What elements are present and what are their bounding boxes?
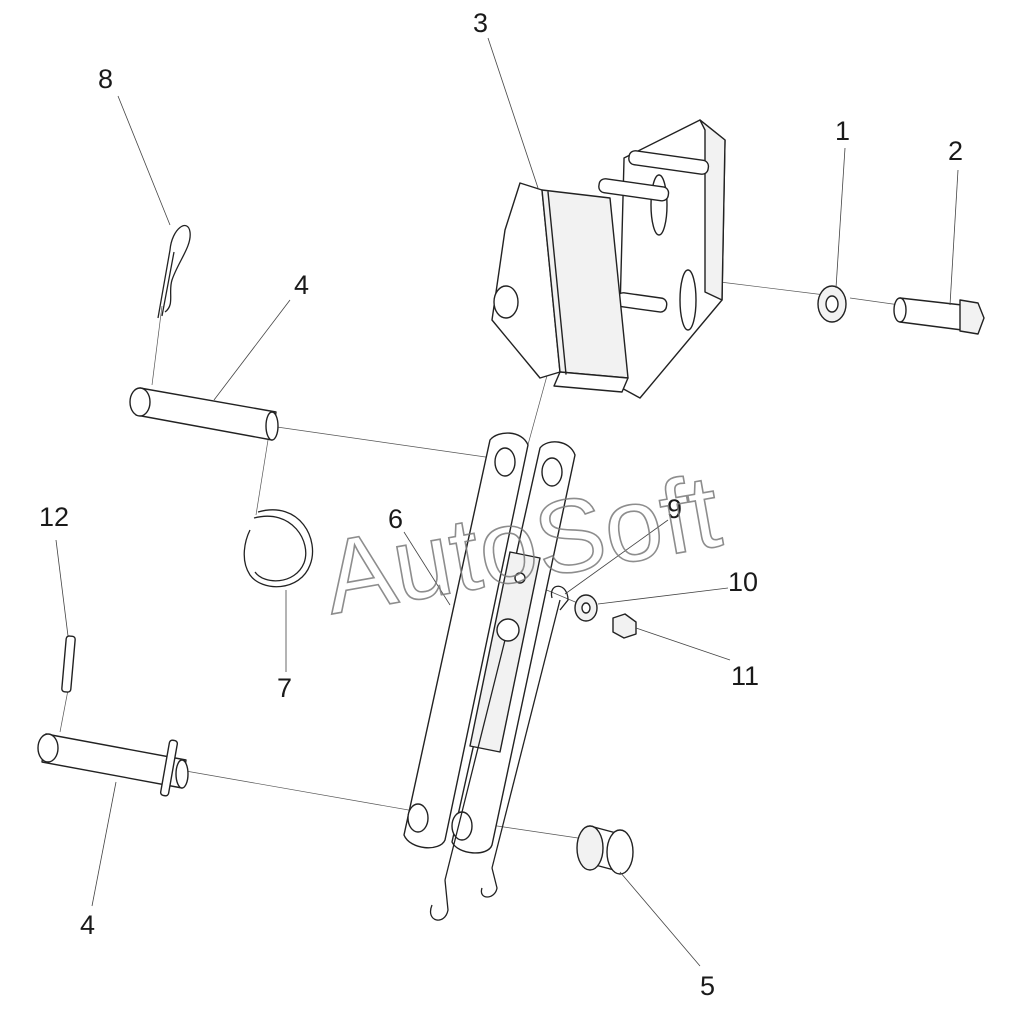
callout-2: 2 [948,136,963,166]
washer-1-hole [825,295,839,313]
bracket-studs [598,150,710,313]
axis-pin-to-ring [255,439,269,516]
pin-part-4-upper [129,387,279,441]
stud-2 [598,178,670,202]
pin-lower-groove [175,759,189,789]
pin-lower-cross-pin [159,739,179,797]
cable-1-loop [429,879,449,921]
bracket-slot-lower [679,269,697,331]
leader-8 [117,95,171,226]
bolt-part-2 [893,297,985,335]
cable-2-top-loop [550,585,569,611]
axis-clip-to-pin [151,305,163,386]
link-arm-bolt-hole [514,572,526,584]
bolt-2-tip [893,297,907,323]
bracket-gusset-hole [493,285,519,319]
leader-9 [564,519,669,595]
pin-lower-head [37,733,59,763]
leader-6 [403,531,451,606]
cable-2 [491,599,561,869]
spring-pin-part-12 [61,635,76,693]
lanyard-cables [429,585,569,921]
pin-upper-head [129,387,151,417]
r-clip-part-8 [157,225,191,319]
pin-part-4-lower [37,733,189,797]
bushing-end [606,829,634,875]
callout-leaders [55,37,959,967]
axis-bracket-to-washer [719,281,826,296]
link-arm-spacer [469,551,541,753]
leader-3 [487,37,539,189]
link-arm-top-hole-2 [541,457,563,487]
r-clip-leg [161,251,175,317]
bracket-bottom-edge [553,371,629,393]
callout-9: 9 [667,494,682,524]
callout-12: 12 [39,502,69,532]
link-arm-part-6 [403,432,576,854]
bracket-fold-line [547,191,567,375]
axis-washer-to-bolt [849,297,901,306]
link-arm-top-hole-1 [494,447,516,477]
callout-1: 1 [835,116,850,146]
callout-3: 3 [473,8,488,38]
ring-inner [253,515,307,582]
washer-part-10 [574,594,598,622]
callout-10: 10 [728,567,758,597]
callout-5: 5 [700,971,715,1001]
leader-10 [597,587,729,605]
ring-part-7 [243,509,314,588]
callout-11: 11 [731,661,759,691]
callout-6: 6 [388,504,403,534]
bracket-slot-upper [650,174,668,236]
callout-4-lower: 4 [80,910,95,940]
axis-upper-pin [269,425,521,463]
washer-part-1 [817,285,847,323]
leader-4-lower [91,781,117,907]
callout-4-upper: 4 [294,270,309,300]
link-arm-nut [496,618,520,642]
pin-upper-groove [265,411,279,441]
callout-8: 8 [98,64,113,94]
ring-outer [243,509,314,588]
r-clip-body [157,225,191,319]
bushing-face [576,825,604,871]
link-arm-plate-1 [403,432,529,849]
bracket-part [491,119,726,399]
axis-lower-pin [179,769,421,813]
cable-2-loop [480,867,498,898]
bolt-part-11 [612,613,637,639]
leader-2 [949,169,959,306]
cable-1 [444,639,506,881]
leader-12 [55,539,69,637]
stud-1 [628,150,710,175]
bushing-part-5 [576,825,634,875]
link-arm-bottom-hole-2 [451,811,473,841]
leader-5 [619,871,701,967]
pin-upper-body [135,387,277,441]
bolt-11-head [612,613,637,639]
bolt-2-shank [899,297,963,331]
leader-1 [835,147,846,289]
spring-pin-body [61,635,76,693]
washer-10-hole [581,602,591,614]
axis-spring-pin [59,689,69,733]
link-arm-bottom-hole-1 [407,803,429,833]
leader-4-upper [213,299,291,401]
callout-labels: 1 2 3 4 4 5 6 7 8 9 10 11 12 [39,8,963,1001]
callout-7: 7 [277,673,292,703]
leader-11 [635,627,731,661]
bolt-2-head [959,299,985,335]
